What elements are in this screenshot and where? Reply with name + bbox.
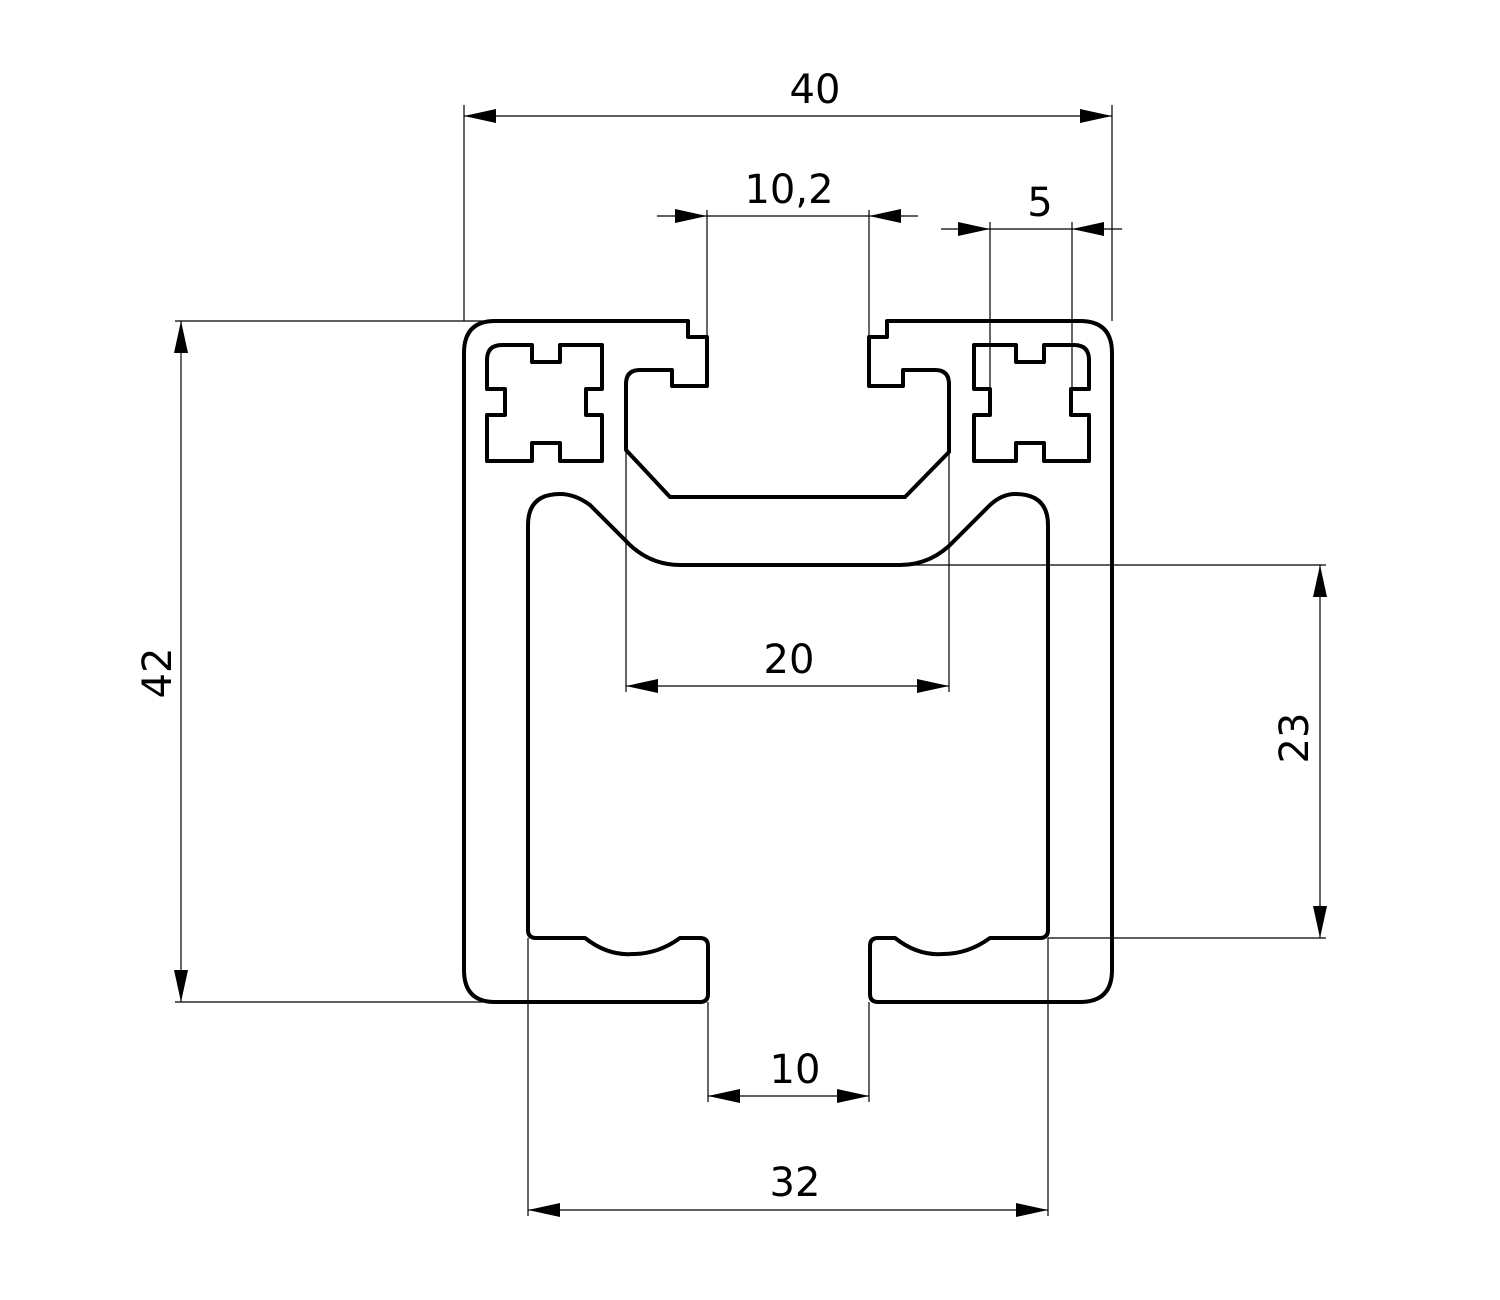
dim-label-42: 42 xyxy=(135,648,181,699)
arrowhead xyxy=(958,222,990,236)
arrowhead xyxy=(869,209,901,223)
dim-label-10: 10 xyxy=(770,1047,821,1093)
arrowhead xyxy=(675,209,707,223)
dim-label-20: 20 xyxy=(764,637,815,683)
dim-label-23: 23 xyxy=(1272,713,1318,764)
arrowhead xyxy=(1080,109,1112,123)
dim-label-40: 40 xyxy=(790,67,841,113)
arrowhead xyxy=(464,109,496,123)
arrowhead xyxy=(708,1089,740,1103)
arrowhead xyxy=(174,321,188,353)
dim-label-10-2: 10,2 xyxy=(744,167,833,213)
arrowhead xyxy=(174,970,188,1002)
profile-outline xyxy=(462,319,1114,1004)
arrowhead xyxy=(626,679,658,693)
arrowhead xyxy=(528,1203,560,1217)
corner-hole-right xyxy=(972,343,1091,463)
corner-hole-left xyxy=(485,343,604,463)
arrowhead xyxy=(1016,1203,1048,1217)
arrowhead xyxy=(837,1089,869,1103)
dim-label-32: 32 xyxy=(770,1160,821,1206)
arrowhead xyxy=(1072,222,1104,236)
arrowhead xyxy=(917,679,949,693)
dim-label-5: 5 xyxy=(1027,180,1052,226)
arrowhead xyxy=(1313,565,1327,597)
dimension-lines xyxy=(174,105,1327,1217)
arrowhead xyxy=(1313,906,1327,938)
